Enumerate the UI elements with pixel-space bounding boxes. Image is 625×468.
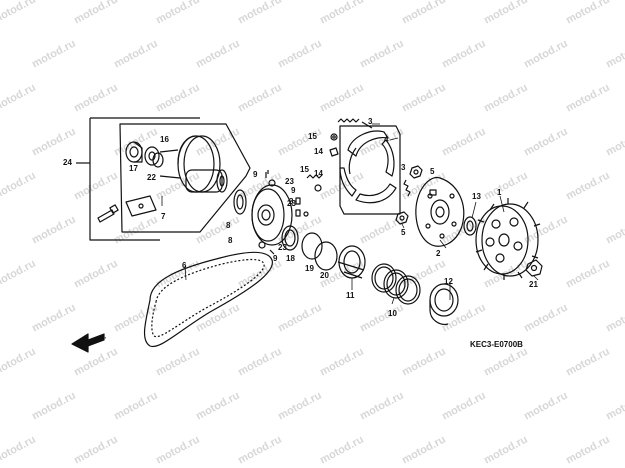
callout-19: 19 <box>305 264 314 273</box>
part-clutch-shoes-4 <box>339 125 401 215</box>
callout-18: 18 <box>286 254 295 263</box>
callout-9: 9 <box>253 170 258 179</box>
callout-3: 3 <box>368 117 373 126</box>
callout-13: 13 <box>472 192 481 201</box>
callout-3-c: 3 <box>289 197 294 206</box>
fr-arrow-icon <box>71 333 105 353</box>
part-bearing-17 <box>125 141 143 163</box>
callout-23-c: 23 <box>278 243 287 252</box>
part-washer-15 <box>330 133 338 141</box>
callout-22: 22 <box>147 173 156 182</box>
callout-9-c: 9 <box>273 254 278 263</box>
callout-23: 23 <box>285 177 294 186</box>
callout-23-b: 23 <box>287 199 296 208</box>
part-collar-11 <box>337 245 366 279</box>
callout-15-b: 15 <box>300 165 309 174</box>
part-spring-15 <box>306 174 323 192</box>
part-ring-20 <box>314 241 338 271</box>
part-rings-10 <box>371 263 421 305</box>
callout-15: 15 <box>308 132 317 141</box>
callout-17: 17 <box>129 164 138 173</box>
part-sleeve-12 <box>429 283 459 325</box>
callout-9-b: 9 <box>291 186 296 195</box>
callout-7: 7 <box>161 212 166 221</box>
callout-10: 10 <box>388 309 397 318</box>
callout-6: 6 <box>182 261 187 270</box>
part-nut-5b <box>395 211 409 225</box>
part-ring-18 <box>281 225 299 251</box>
callout-3-b: 3 <box>401 163 406 172</box>
callout-8-b: 8 <box>228 236 233 245</box>
callout-2: 2 <box>436 249 441 258</box>
callout-14: 14 <box>314 147 323 156</box>
callout-5-b: 5 <box>401 228 406 237</box>
callout-24: 24 <box>63 158 72 167</box>
callout-4: 4 <box>384 135 389 144</box>
callout-8: 8 <box>226 221 231 230</box>
callout-5: 5 <box>430 167 435 176</box>
part-nut-5 <box>409 165 423 179</box>
part-seal-8 <box>233 189 247 215</box>
part-clutch-outer-1 <box>475 198 541 280</box>
part-driven-face-7 <box>159 135 228 193</box>
part-spring-3 <box>337 118 373 129</box>
part-nut-21 <box>525 259 543 277</box>
part-washer-14 <box>329 147 339 157</box>
part-drive-plate-2 <box>415 176 465 247</box>
callout-16: 16 <box>160 135 169 144</box>
assembly-bracket-24 <box>76 117 251 241</box>
callout-11: 11 <box>346 291 355 300</box>
part-nut-13 <box>463 216 477 236</box>
part-drive-belt-6 <box>143 251 273 348</box>
part-ring-22 <box>152 152 164 168</box>
callout-14-b: 14 <box>314 169 323 178</box>
callout-20: 20 <box>320 271 329 280</box>
leader-lines <box>161 123 539 305</box>
callout-12: 12 <box>444 277 453 286</box>
callout-21: 21 <box>529 280 538 289</box>
part-small-pins <box>295 197 309 217</box>
part-pin-5 <box>429 189 437 196</box>
part-spring-3b <box>403 179 411 197</box>
part-ring-19 <box>301 232 323 260</box>
callout-1: 1 <box>497 188 502 197</box>
part-bolt <box>97 204 119 223</box>
part-clutch-plate <box>251 170 293 255</box>
diagram-code: KEC3-E0700B <box>470 340 523 349</box>
part-plate <box>125 195 157 217</box>
part-bearing-16 <box>144 146 160 166</box>
